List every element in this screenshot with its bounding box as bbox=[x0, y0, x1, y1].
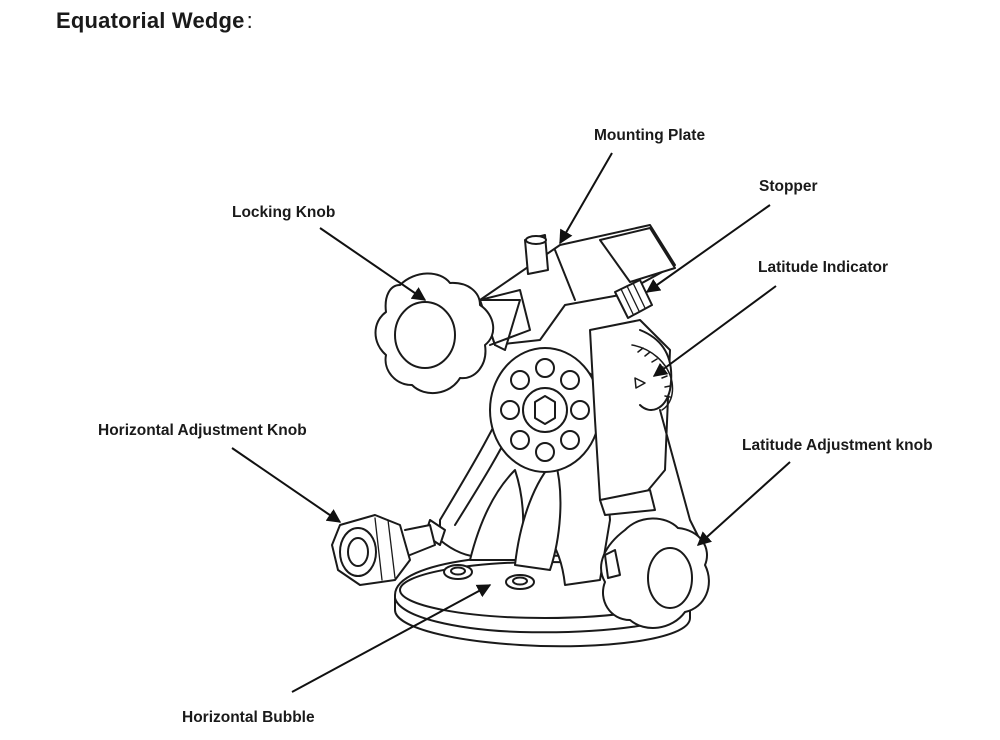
label-mounting-plate: Mounting Plate bbox=[594, 127, 706, 144]
label-horizontal-bubble: Horizontal Bubble bbox=[182, 709, 315, 726]
arrow-mounting-plate bbox=[559, 152, 613, 245]
horizontal-bubble-screws bbox=[443, 564, 535, 590]
label-stopper: Stopper bbox=[759, 178, 818, 195]
arrow-horizontal-adjustment-knob bbox=[231, 447, 342, 523]
diagram-title-text: Equatorial Wedge bbox=[56, 8, 245, 33]
arrow-stopper bbox=[645, 204, 771, 293]
arrow-locking-knob bbox=[319, 227, 427, 301]
wedge-arc-plate bbox=[424, 354, 611, 586]
arrow-horizontal-bubble bbox=[291, 584, 492, 693]
label-latitude-adjustment-knob: Latitude Adjustment knob bbox=[742, 437, 933, 454]
diagram-title: Equatorial Wedge: bbox=[56, 8, 253, 34]
central-hub bbox=[489, 347, 601, 473]
locking-knob bbox=[374, 272, 531, 394]
label-locking-knob: Locking Knob bbox=[232, 204, 336, 221]
latitude-frame bbox=[589, 319, 701, 541]
label-latitude-indicator: Latitude Indicator bbox=[758, 259, 889, 276]
label-horizontal-adjustment-knob: Horizontal Adjustment Knob bbox=[98, 422, 307, 439]
horizontal-adjustment-knob bbox=[331, 514, 436, 586]
arrow-latitude-adjustment-knob bbox=[696, 461, 791, 546]
stopper bbox=[614, 279, 653, 319]
latitude-adjustment-knob bbox=[600, 517, 710, 629]
leader-lines bbox=[231, 152, 791, 693]
diagram-title-colon: : bbox=[246, 8, 253, 33]
arrow-latitude-indicator bbox=[652, 285, 777, 377]
mounting-plate bbox=[479, 224, 676, 351]
